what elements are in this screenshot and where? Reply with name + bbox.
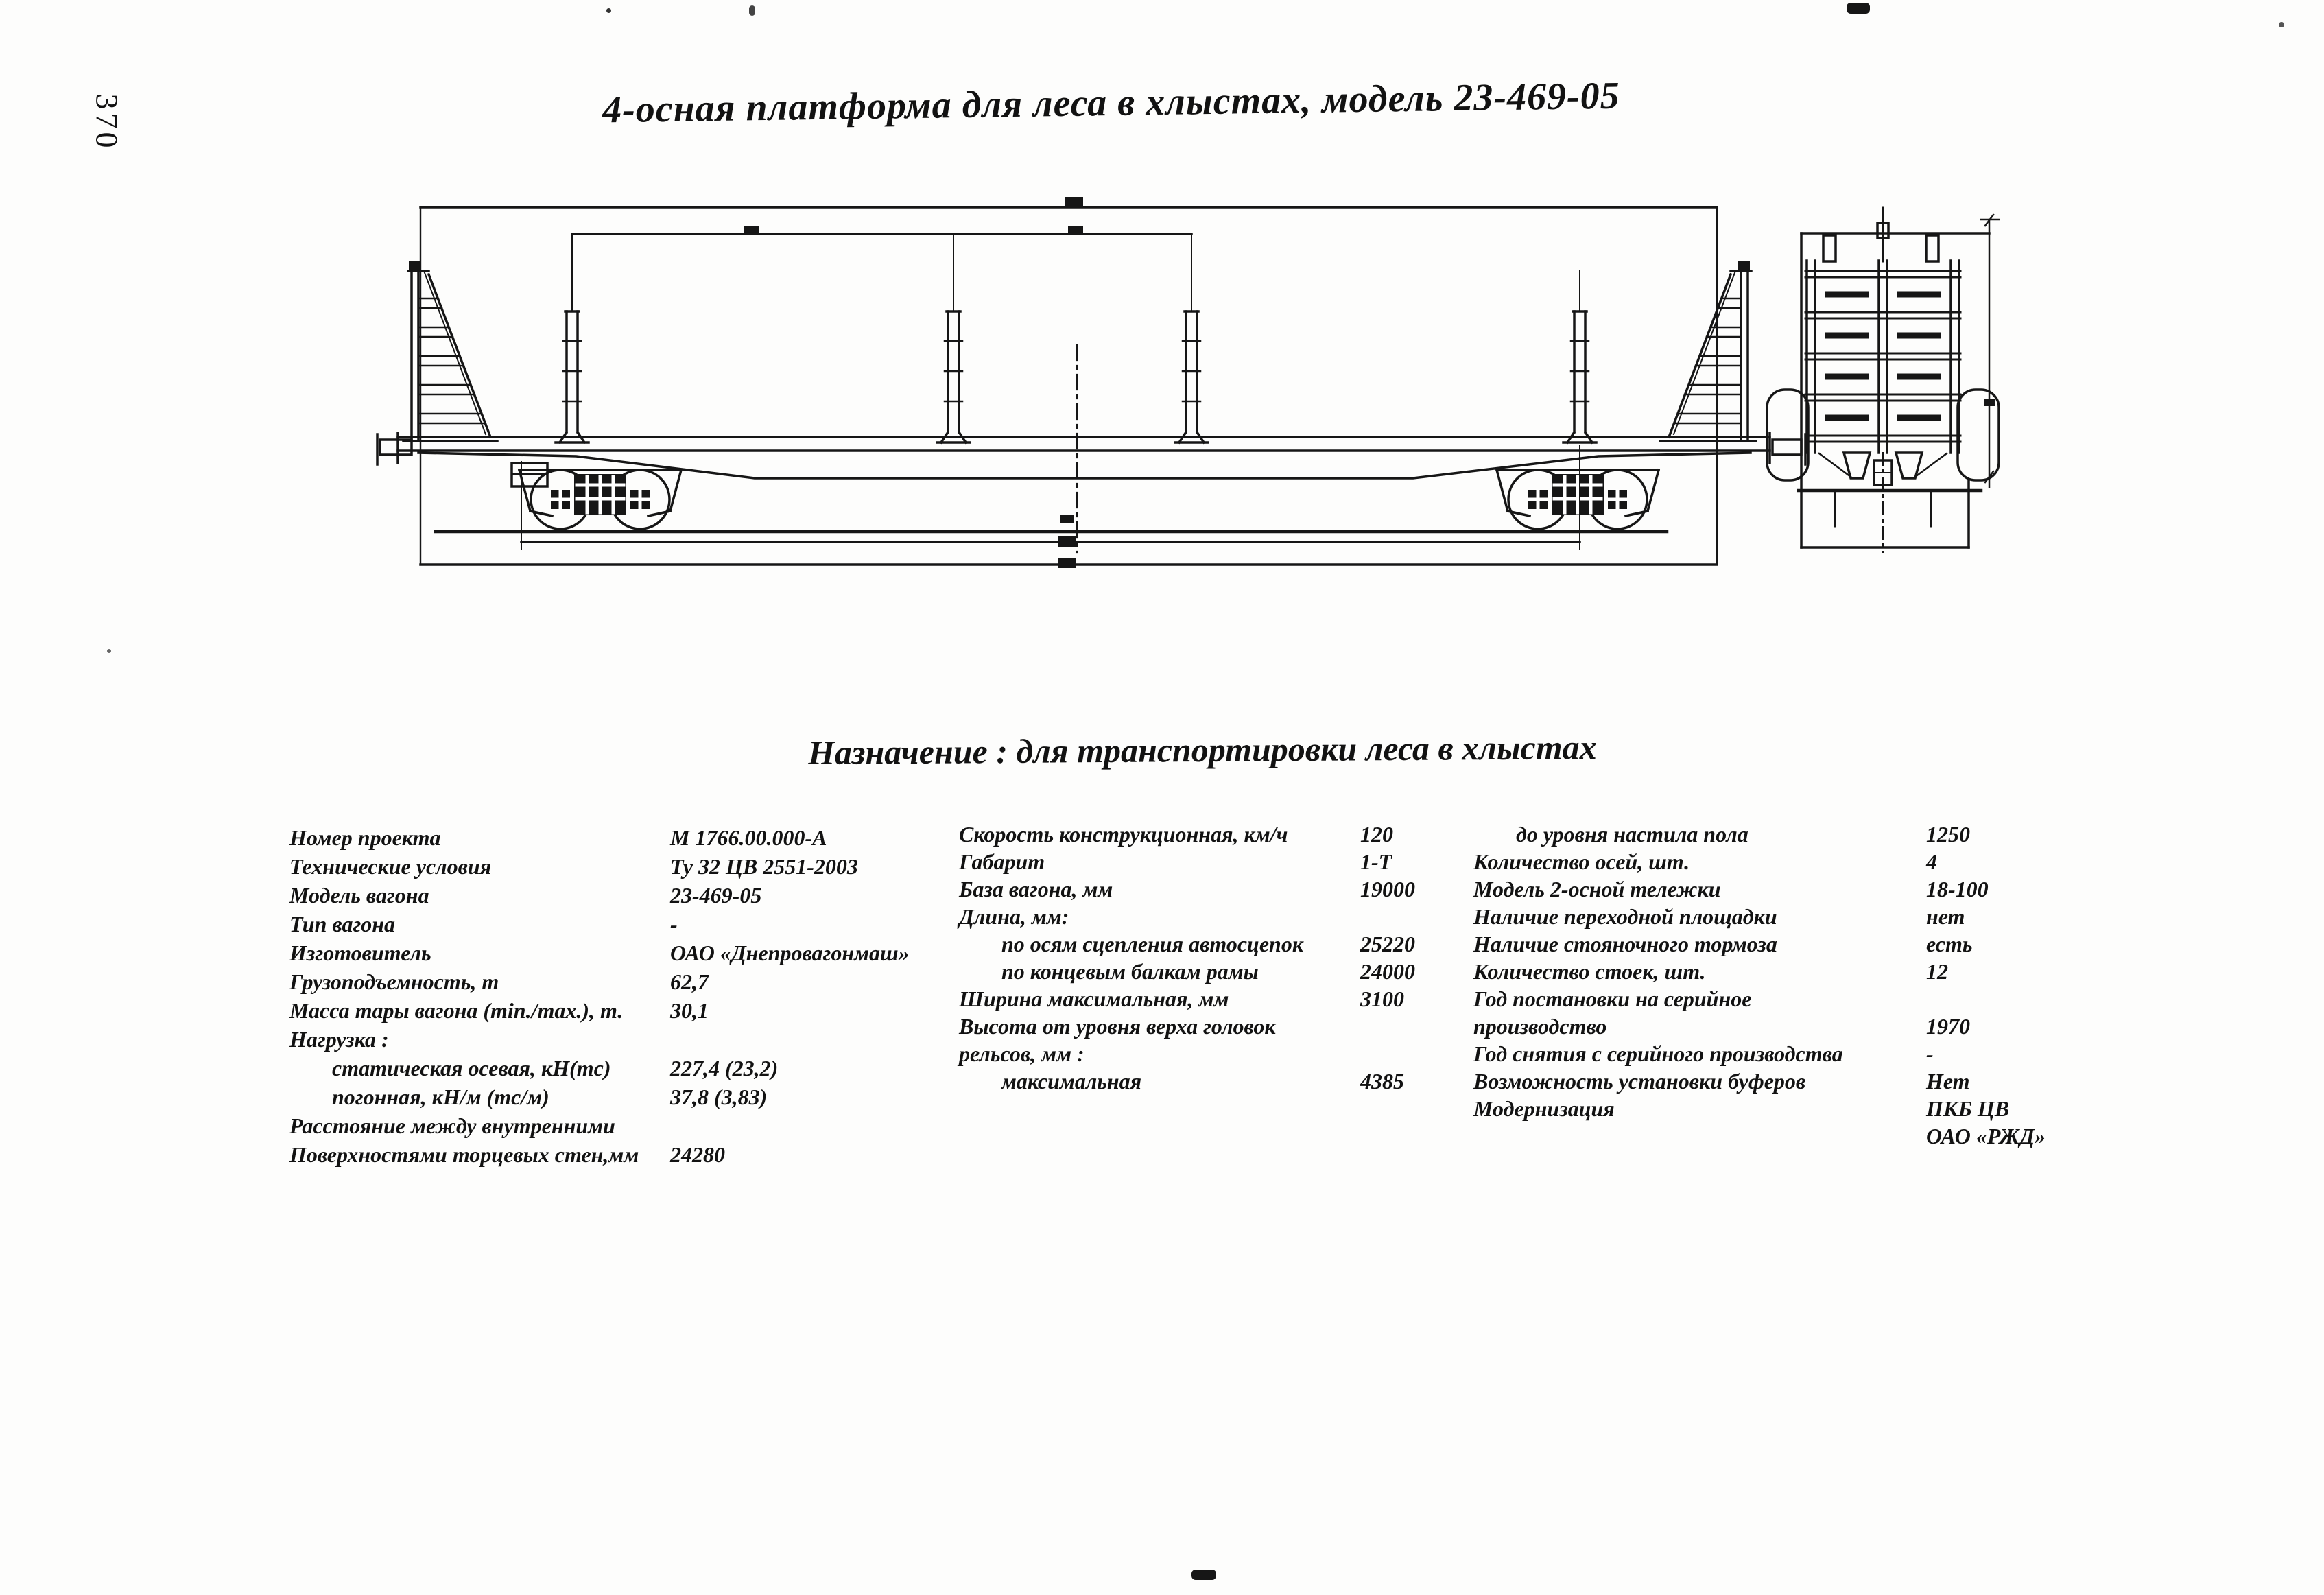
spec-value: 18-100 <box>1926 877 1989 901</box>
spec-value: есть <box>1926 932 1973 956</box>
bogie-left <box>517 468 683 530</box>
stake-grid <box>1804 206 1962 454</box>
spec-label: Количество осей, шт. <box>1473 849 1690 874</box>
dimension-lines-bottom <box>419 445 1718 568</box>
spec-label: по концевым балкам рамы <box>1001 959 1259 984</box>
spec-label: рельсов, мм : <box>959 1041 1084 1066</box>
height-dimension-line <box>1980 213 2000 488</box>
spec-label: Расстояние между внутренними <box>289 1113 615 1138</box>
spec-value: 19000 <box>1360 877 1415 901</box>
scan-speck <box>749 5 755 16</box>
spec-value: 120 <box>1360 822 1393 847</box>
spec-label: статическая осевая, кН(тс) <box>332 1056 611 1080</box>
scan-speck <box>2279 22 2284 27</box>
side-view <box>376 197 1807 568</box>
scan-speck <box>1191 1570 1216 1580</box>
spec-value: 37,8 (3,83) <box>670 1085 768 1109</box>
coupler-right <box>1771 438 1803 456</box>
spec-label: Тип вагона <box>289 912 396 936</box>
spec-value: 23-469-05 <box>670 883 762 908</box>
spec-value: 4 <box>1926 849 1937 874</box>
spec-value: ПКБ ЦВ <box>1926 1096 2010 1121</box>
scan-speck <box>1847 3 1870 14</box>
spec-value: 1970 <box>1926 1014 1970 1039</box>
spec-value: ОАО «РЖД» <box>1926 1124 2046 1148</box>
spec-value: 62,7 <box>670 969 709 994</box>
stake <box>936 310 971 445</box>
spec-label: Изготовитель <box>289 941 431 965</box>
spec-value: 24280 <box>670 1142 725 1167</box>
end-support-left <box>402 261 499 442</box>
spec-value: - <box>670 912 678 936</box>
spec-label: максимальная <box>1001 1069 1142 1094</box>
spec-label: Длина, мм: <box>959 904 1069 929</box>
wheel-end-view <box>1956 388 2000 482</box>
spec-value: 1-Т <box>1360 849 1392 874</box>
page-number: 370 <box>89 93 125 152</box>
spec-label: Нагрузка : <box>289 1027 389 1052</box>
stake <box>1174 310 1209 445</box>
spec-value: ОАО «Днепровагонмаш» <box>670 941 910 965</box>
spec-label: производство <box>1473 1014 1607 1039</box>
spec-label: до уровня настила пола <box>1516 822 1748 847</box>
end-support-right <box>1659 261 1757 442</box>
spec-label: Масса тары вагона (min./max.), т. <box>289 998 624 1023</box>
spec-value: 4385 <box>1360 1069 1404 1094</box>
spec-value: 25220 <box>1360 932 1415 956</box>
spec-label: Технические условия <box>289 854 492 879</box>
spec-label: Модель 2-осной тележки <box>1473 877 1721 901</box>
spec-label: Поверхностями торцевых стен,мм <box>289 1142 639 1167</box>
spec-label: База вагона, мм <box>959 877 1113 901</box>
coupler-left <box>379 438 413 456</box>
spec-label: Год снятия с серийного производства <box>1473 1041 1843 1066</box>
spec-label: Скорость конструкционная, км/ч <box>959 822 1288 847</box>
spec-value: М 1766.00.000-А <box>670 825 827 850</box>
spec-label: Номер проекта <box>289 825 441 850</box>
spec-value: 227,4 (23,2) <box>670 1056 779 1080</box>
spec-label: Количество стоек, шт. <box>1473 959 1706 984</box>
spec-value: 12 <box>1926 959 1948 984</box>
wheel-end-view <box>1766 388 1810 482</box>
spec-label: Год постановки на серийное <box>1473 986 1752 1011</box>
scan-speck <box>107 649 111 653</box>
spec-label: Модель вагона <box>289 883 429 908</box>
spec-label: Грузоподъемность, т <box>289 969 499 994</box>
spec-value: 3100 <box>1360 986 1404 1011</box>
spec-label: Наличие стояночного тормоза <box>1473 932 1777 956</box>
bogie-right <box>1495 468 1661 530</box>
end-view <box>1766 206 2000 553</box>
flatcar-technical-drawing <box>376 197 2000 568</box>
scan-speck <box>606 8 611 13</box>
spec-value: 1250 <box>1926 822 1970 847</box>
stake <box>1562 310 1598 445</box>
spec-value: нет <box>1926 904 1965 929</box>
spec-label: Габарит <box>959 849 1045 874</box>
spec-label: Высота от уровня верха головок <box>959 1014 1276 1039</box>
spec-value: 24000 <box>1360 959 1415 984</box>
spec-value: - <box>1926 1041 1934 1066</box>
stake <box>554 310 590 445</box>
spec-value: Ту 32 ЦВ 2551-2003 <box>670 854 858 879</box>
spec-value: Нет <box>1926 1069 1970 1094</box>
spec-label: Ширина максимальная, мм <box>959 986 1229 1011</box>
spec-label: по осям сцепления автосцепок <box>1001 932 1304 956</box>
spec-label: Возможность установки буферов <box>1473 1069 1806 1094</box>
spec-label: погонная, кН/м (тс/м) <box>332 1085 549 1109</box>
spec-label: Модернизация <box>1473 1096 1615 1121</box>
spec-value: 30,1 <box>670 998 709 1023</box>
spec-label: Наличие переходной площадки <box>1473 904 1777 929</box>
page-title: 4-осная платформа для леса в хлыстах, мо… <box>602 74 1621 132</box>
platform-frame <box>376 432 1807 488</box>
purpose-heading: Назначение : для транспортировки леса в … <box>807 727 1597 772</box>
